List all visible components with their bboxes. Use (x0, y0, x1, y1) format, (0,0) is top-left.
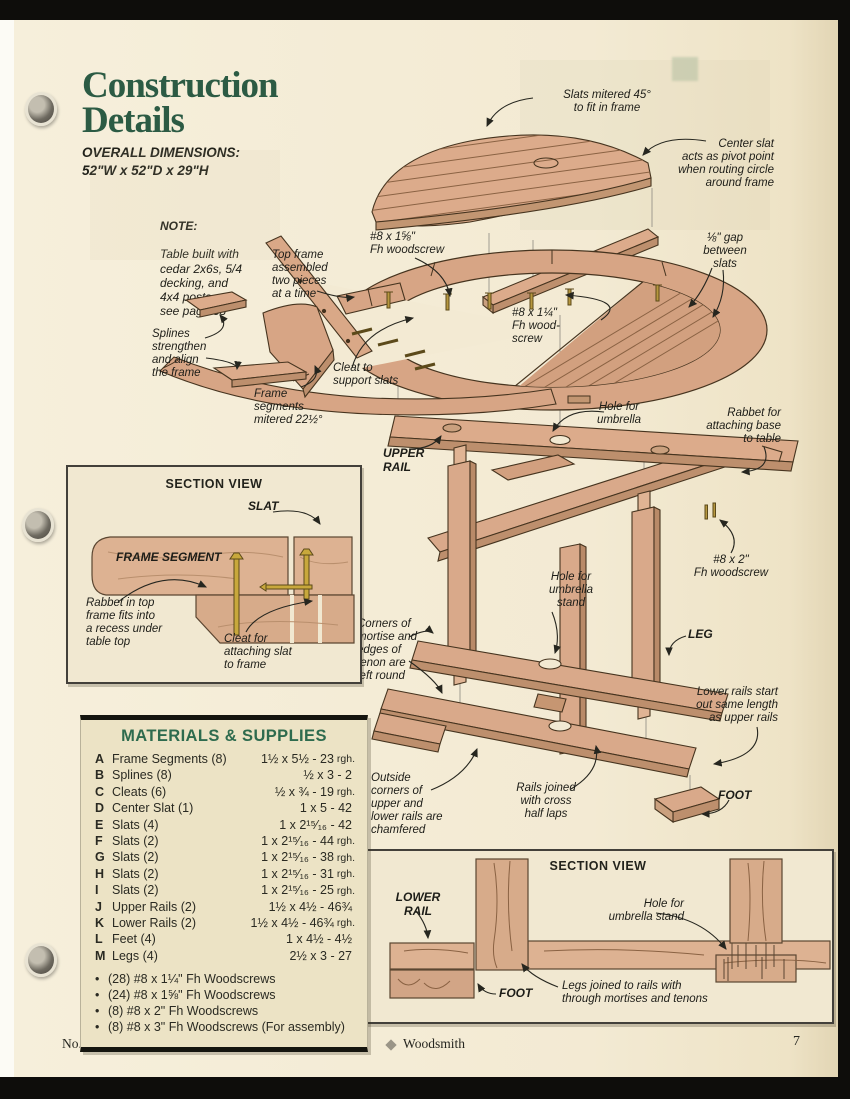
page-title: Construction Details (82, 65, 279, 142)
callout-cleat-support: Cleat to support slats (333, 362, 399, 387)
callout-splines: Splines strengthen and align the frame (152, 328, 207, 379)
callout-leg: LEG (688, 627, 713, 641)
page-bottom-edge (0, 1077, 850, 1099)
callout-outside-corners: Outside corners of upper and lower rails… (371, 772, 443, 836)
callout-gap-between-slats: ⅛" gap between slats (703, 232, 747, 270)
round-frame-drawing (159, 249, 768, 416)
punch-hole (22, 508, 54, 542)
materials-title: MATERIALS & SUPPLIES (121, 727, 327, 745)
lower-rails-drawing (371, 640, 729, 824)
note: NOTE: Table built with cedar 2x6s, 5/4 d… (160, 205, 242, 318)
note-body: Table built with cedar 2x6s, 5/4 decking… (160, 247, 243, 319)
label-slat: SLAT (248, 499, 279, 513)
callout-rabbet: Rabbet for attaching base to table (706, 407, 781, 445)
section-view-1-title: SECTION VIEW (165, 477, 263, 491)
callout-foot: FOOT (718, 788, 752, 802)
punch-hole (25, 943, 57, 977)
label-legs-joined: Legs joined to rails with through mortis… (562, 980, 708, 1005)
callout-corners-mortise: Corners of mortise and edges of tenon ar… (357, 618, 418, 682)
binder-edge (0, 20, 14, 1077)
callout-upper-rail: UPPER RAIL (383, 446, 425, 474)
section-view-2-drawing (389, 858, 831, 999)
callout-screw-1-1-4: #8 x 1¼" Fh wood- screw (512, 307, 560, 345)
section-view-1-drawing (91, 510, 355, 644)
callout-hole-umbrella: Hole for umbrella (596, 401, 642, 426)
label-lower-rail: LOWER RAIL (395, 890, 441, 918)
screws-list: •(28) #8 x 1¼" Fh Woodscrews •(24) #8 x … (81, 964, 367, 1035)
screw-item: •(24) #8 x 1⅝" Fh Woodscrews (95, 988, 276, 1003)
callout-center-slat: Center slat acts as pivot point when rou… (678, 138, 774, 189)
woodscrews-drawing (351, 284, 716, 520)
tabletop-drawing (371, 134, 652, 231)
label-hole-umbrella-stand: Hole for umbrella stand (608, 898, 684, 923)
callout-top-frame: Top frame assembled two pieces at a time (272, 249, 328, 300)
show-through-mark (672, 57, 698, 81)
screw-item: •(8) #8 x 2" Fh Woodscrews (95, 1004, 259, 1019)
section-view-2: SECTION VIEW LOWER RAIL Hole for umbrell… (362, 849, 834, 1024)
screw-item: •(8) #8 x 3" Fh Woodscrews (For assembly… (95, 1020, 345, 1035)
label-cleat-attach: Cleat for attaching slat to frame (224, 633, 292, 671)
callout-rails-joined: Rails joined with cross half laps (516, 782, 576, 820)
callout-slats-mitered: Slats mitered 45° to fit in frame (563, 89, 651, 114)
page: Construction Details OVERALL DIMENSIONS:… (14, 20, 838, 1077)
page-top-edge (0, 0, 850, 20)
callout-screw-1-5-8: #8 x 1⅝" Fh woodscrew (370, 231, 445, 256)
upper-rails-drawing (387, 415, 799, 562)
screw-item: •(28) #8 x 1¼" Fh Woodscrews (95, 972, 276, 987)
legs-drawing (447, 444, 661, 755)
overall-dimensions: OVERALL DIMENSIONS: 52"W x 52"D x 29"H (82, 144, 240, 180)
punch-hole (25, 92, 57, 126)
callout-frame-segments: Frame segments mitered 22½° (254, 388, 323, 426)
footer-page-number: 7 (793, 1034, 800, 1049)
leader-lines (204, 97, 767, 818)
cleat-drawing (265, 235, 373, 359)
note-title: NOTE: (160, 219, 197, 233)
label-foot: FOOT (499, 986, 533, 1000)
callout-lower-rails: Lower rails start out same length as upp… (696, 686, 778, 724)
label-rabbet-recess: Rabbet in top frame fits into a recess u… (86, 597, 163, 648)
footer-magazine: Woodsmith (14, 1036, 838, 1052)
label-frame-segment: FRAME SEGMENT (116, 550, 222, 564)
callout-screw-2: #8 x 2" Fh woodscrew (693, 554, 769, 579)
section-view-2-title: SECTION VIEW (549, 859, 647, 873)
exploded-table-diagram (90, 60, 799, 824)
callout-hole-umbrella-stand: Hole for umbrella stand (548, 571, 594, 609)
section-view-1: SECTION VIEW SLAT FRAME SEGMENT Rabbet i… (66, 465, 362, 684)
